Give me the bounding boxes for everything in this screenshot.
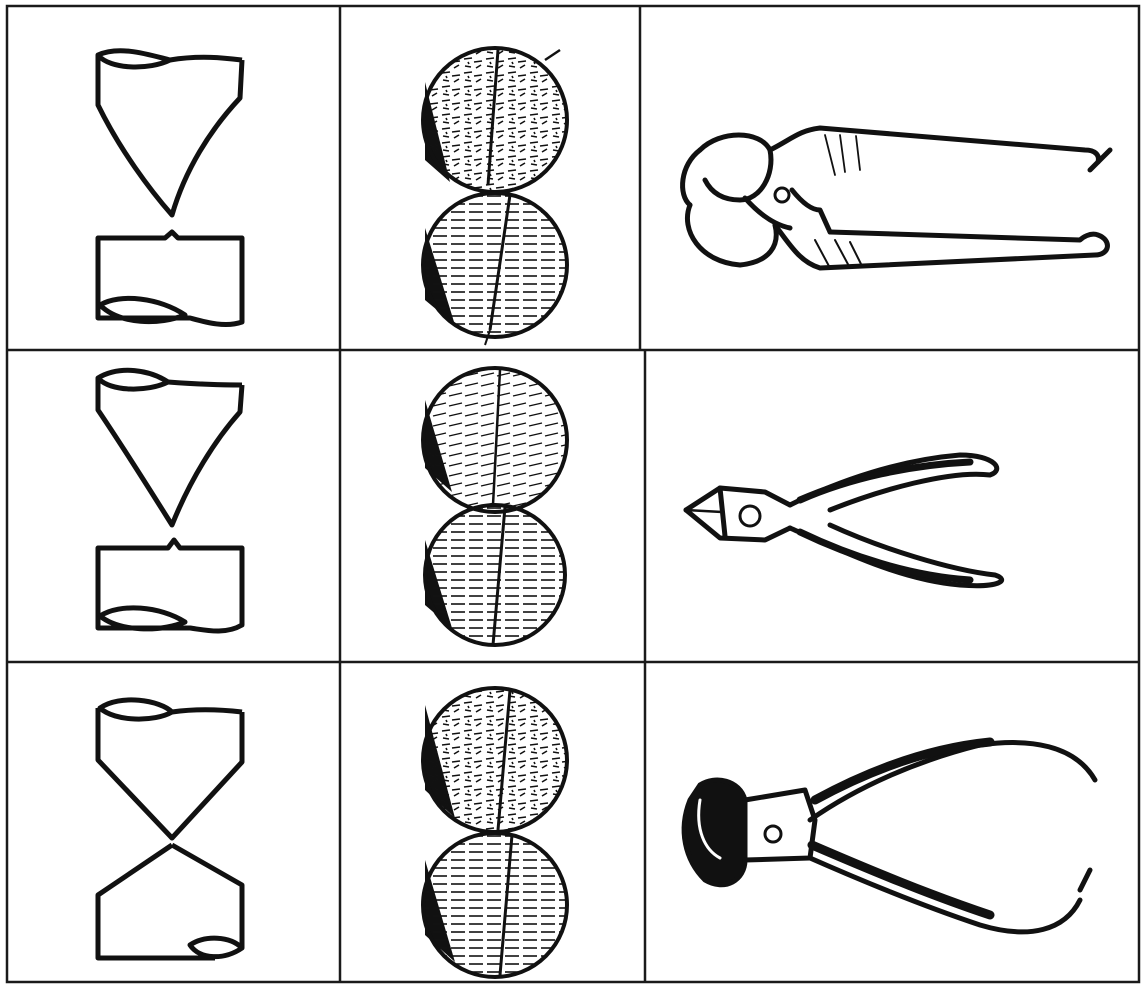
cut-profile-row-3	[98, 700, 242, 958]
cross-section-row-3	[423, 688, 567, 977]
cut-profile-row-1	[98, 51, 242, 325]
cut-profile-row-2	[98, 370, 242, 631]
diagonal-cutters-tool	[686, 455, 1002, 586]
end-cutting-pliers-tool	[684, 742, 1095, 932]
cross-section-row-2	[423, 368, 567, 645]
end-nippers-tool	[683, 128, 1110, 268]
cross-section-row-1	[423, 48, 567, 345]
